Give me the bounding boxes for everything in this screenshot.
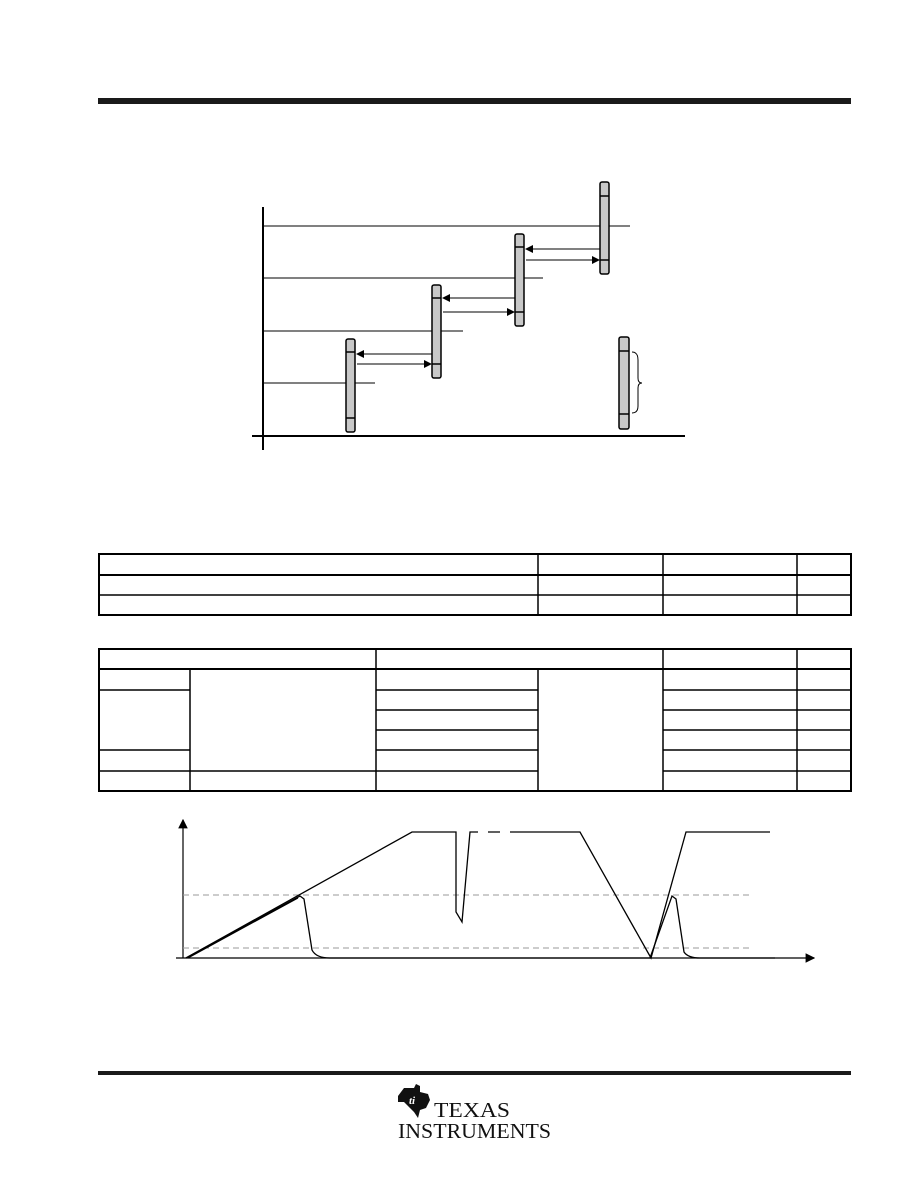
legend-bar bbox=[618, 336, 630, 430]
threshold-bar bbox=[599, 181, 610, 275]
supply-waveform bbox=[185, 831, 770, 960]
threshold-bar bbox=[514, 233, 525, 327]
output-waveform bbox=[185, 894, 775, 959]
footer-rule bbox=[98, 1071, 851, 1075]
table-2 bbox=[98, 648, 852, 792]
waveform-plot bbox=[176, 818, 816, 963]
header-rule bbox=[98, 98, 851, 104]
ti-logo-icon: ti bbox=[398, 1084, 430, 1118]
output-waveform-shadow bbox=[187, 897, 299, 959]
legend-brace bbox=[631, 351, 643, 414]
svg-text:ti: ti bbox=[409, 1095, 416, 1107]
threshold-bar bbox=[345, 338, 356, 433]
table-1 bbox=[98, 553, 852, 616]
threshold-bar bbox=[431, 284, 442, 379]
hysteresis-arrows bbox=[356, 245, 600, 368]
